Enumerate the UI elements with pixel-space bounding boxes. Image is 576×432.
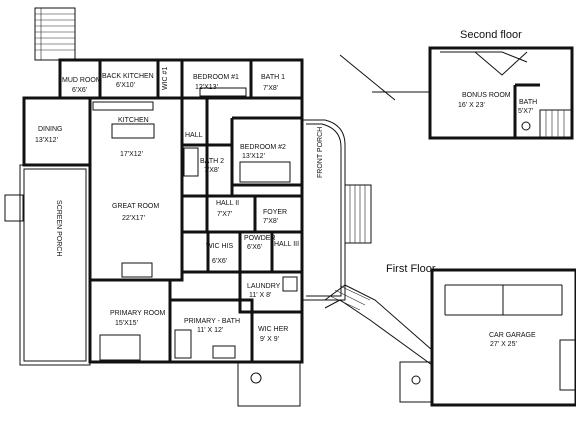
car-garage-name: CAR GARAGE <box>489 332 536 339</box>
back-kitchen-name: BACK KITCHEN <box>102 73 154 80</box>
front-porch-steps <box>344 184 372 244</box>
garage-entry <box>399 361 433 403</box>
mud-room-dims: 6'X6' <box>72 87 87 94</box>
bonus-room-name: BONUS ROOM <box>462 92 511 99</box>
kitchen-great-room-block <box>88 96 184 282</box>
bedroom1-name: BEDROOM #1 <box>193 74 239 81</box>
bathtub <box>212 345 236 359</box>
dining-name: DINING <box>38 126 63 133</box>
washer <box>282 276 298 292</box>
bed-2 <box>239 161 291 183</box>
screen-porch-name: SCREEN PORCH <box>55 200 62 256</box>
car-garage-dims: 27' X 25' <box>490 341 517 348</box>
mud-room-name: MUD ROOM <box>62 77 102 84</box>
hall2-dims: 7'X7' <box>217 211 232 218</box>
screen-porch-outline <box>19 164 91 366</box>
bath1-dims: 7'X8' <box>263 85 278 92</box>
hall2-name: HALL II <box>216 200 239 207</box>
front-porch-name: FRONT PORCH <box>317 127 324 178</box>
great-room-name: GREAT ROOM <box>112 203 159 210</box>
wic-his-dims: 6'X6' <box>212 258 227 265</box>
kitchen-island <box>111 123 155 139</box>
great-room-dims: 22'X17' <box>122 215 145 222</box>
dining-dims: 13'X12' <box>35 137 58 144</box>
upper-stairs <box>539 109 573 139</box>
front-porch-outline <box>302 119 346 301</box>
bath-upper-dims: 5'X7' <box>518 108 533 115</box>
second-floor <box>339 46 574 140</box>
primary-bed <box>99 334 141 361</box>
second-floor-heading: Second floor <box>460 29 522 41</box>
bedroom2-dims: 13'X12' <box>242 153 265 160</box>
wic1-name: WIC #1 <box>162 67 169 90</box>
bath1-name: BATH 1 <box>261 74 285 81</box>
bonus-room-dims: 16' X 23' <box>458 102 485 109</box>
bath2-dims: 7'X8' <box>204 167 219 174</box>
room-labels: MUD ROOM 6'X6' BACK KITCHEN 6'X10' WIC #… <box>35 67 537 348</box>
laundry-name: LAUNDRY <box>247 283 281 290</box>
kitchen-dims: 17'X12' <box>120 151 143 158</box>
powder-name: POWDER <box>244 235 276 242</box>
garage-walls <box>430 268 576 407</box>
laundry-dims: 11' X 8' <box>249 292 271 299</box>
kitchen-name: KITCHEN <box>118 117 149 124</box>
floor-headings: Second floor First Floor <box>386 29 522 275</box>
bath2-name: BATH 2 <box>200 158 224 165</box>
bedroom1-dims: 12'X13' <box>195 84 218 91</box>
wic-her-dims: 9' X 9' <box>260 336 279 343</box>
primary-room-name: PRIMARY ROOM <box>110 310 166 317</box>
fireplace <box>121 262 153 278</box>
hall-name: HALL <box>185 132 203 139</box>
back-kitchen-dims: 6'X10' <box>116 82 135 89</box>
first-floor-heading: First Floor <box>386 263 436 275</box>
primary-bath-name: PRIMARY - BATH <box>184 318 240 325</box>
first-floor-walls <box>4 7 433 407</box>
garage <box>399 268 576 407</box>
powder-dims: 6'X6' <box>247 244 262 251</box>
south-patio <box>237 361 301 407</box>
wic-his-name: WIC HIS <box>206 243 234 250</box>
primary-room-dims: 15'X15' <box>115 320 138 327</box>
bed-1 <box>199 87 247 97</box>
foyer-name: FOYER <box>263 209 287 216</box>
bath-upper-name: BATH <box>519 99 537 106</box>
hall3-name: HALL III <box>274 241 299 248</box>
wic-her-name: WIC HER <box>258 326 288 333</box>
screen-porch-steps <box>4 194 24 222</box>
foyer-dims: 7'X8' <box>263 218 278 225</box>
bedroom2-name: BEDROOM #2 <box>240 144 286 151</box>
rear-steps <box>34 7 76 61</box>
second-floor-walls <box>428 46 574 140</box>
primary-bath-dims: 11' X 12' <box>197 327 223 334</box>
